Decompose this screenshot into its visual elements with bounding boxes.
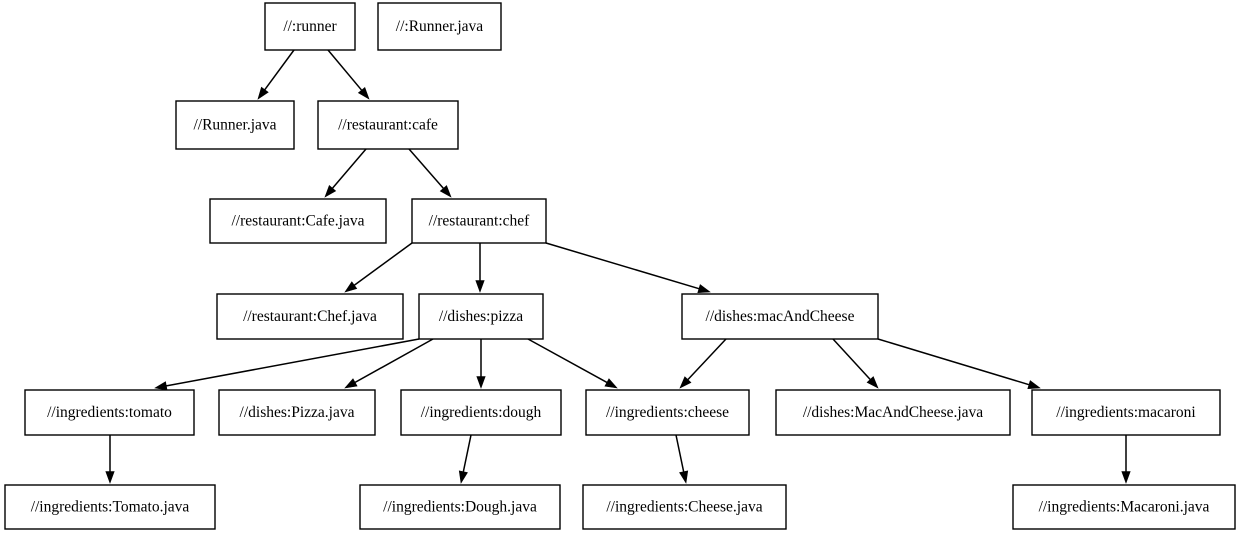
graph-node-ing_tomato[interactable]: //ingredients:tomato xyxy=(24,389,195,436)
graph-node-dishes_mac_java[interactable]: //dishes:MacAndCheese.java xyxy=(775,389,1011,436)
graph-node-runner_java[interactable]: //Runner.java xyxy=(175,100,295,150)
graph-edge xyxy=(1121,435,1131,484)
graph-node-ing_macaroni_java[interactable]: //ingredients:Macaroni.java xyxy=(1012,484,1236,530)
graph-node-label: //ingredients:Tomato.java xyxy=(31,499,190,516)
graph-node-label: //dishes:Pizza.java xyxy=(240,404,355,421)
graph-node-ing_dough[interactable]: //ingredients:dough xyxy=(400,389,562,436)
graph-node-ing_cheese_java[interactable]: //ingredients:Cheese.java xyxy=(582,484,787,530)
graph-node-label: //:runner xyxy=(283,18,337,35)
graph-edge xyxy=(257,49,295,100)
graph-node-label: //dishes:pizza xyxy=(439,308,523,325)
graph-node-label: //restaurant:Chef.java xyxy=(243,308,377,325)
nodes-layer: //:runner //:Runner.java //Runner.java //re… xyxy=(4,2,1236,530)
graph-edge xyxy=(408,148,452,198)
graph-node-dishes_pizza_java[interactable]: //dishes:Pizza.java xyxy=(218,389,376,436)
graph-edge xyxy=(877,338,1041,390)
graph-node-restaurant_chef[interactable]: //restaurant:chef xyxy=(411,198,547,244)
graph-edge xyxy=(832,338,879,389)
graph-node-ing_dough_java[interactable]: //ingredients:Dough.java xyxy=(359,484,561,530)
graph-node-label: //ingredients:tomato xyxy=(47,404,172,421)
graph-node-ing_tomato_java[interactable]: //ingredients:Tomato.java xyxy=(4,484,216,530)
graph-edge xyxy=(105,435,115,484)
graph-node-label: //ingredients:dough xyxy=(421,404,542,421)
graph-edge xyxy=(458,434,472,484)
graph-node-label: //ingredients:Macaroni.java xyxy=(1039,499,1210,516)
graph-node-label: //restaurant:Cafe.java xyxy=(232,213,365,230)
graph-node-label: //restaurant:cafe xyxy=(338,117,438,134)
graph-node-label: //ingredients:Cheese.java xyxy=(606,499,762,516)
graph-node-label: //:Runner.java xyxy=(396,18,484,35)
graph-edge xyxy=(154,338,420,391)
graph-node-ing_macaroni[interactable]: //ingredients:macaroni xyxy=(1031,389,1221,436)
graph-edge xyxy=(675,434,689,484)
graph-edge xyxy=(476,339,486,389)
graph-edge xyxy=(324,148,367,198)
graph-node-root_runner_java[interactable]: //:Runner.java xyxy=(377,2,502,51)
graph-edge xyxy=(344,338,434,389)
graph-node-label: //dishes:MacAndCheese.java xyxy=(803,404,983,421)
graph-edge xyxy=(545,242,711,294)
graph-edge xyxy=(327,49,370,100)
graph-node-ing_cheese[interactable]: //ingredients:cheese xyxy=(585,389,750,436)
graph-node-dishes_macandcheese[interactable]: //dishes:macAndCheese xyxy=(681,293,879,340)
graph-node-runner[interactable]: //:runner xyxy=(264,2,356,51)
graph-edge xyxy=(344,242,413,293)
graph-edge xyxy=(527,338,618,389)
graph-node-label: //ingredients:Dough.java xyxy=(383,499,537,516)
graph-node-label: //dishes:macAndCheese xyxy=(706,308,855,325)
edges-layer xyxy=(105,49,1131,484)
graph-node-label: //Runner.java xyxy=(193,117,276,134)
graph-edge xyxy=(679,338,727,389)
graph-node-restaurant_cafe[interactable]: //restaurant:cafe xyxy=(317,100,459,150)
graph-node-restaurant_chef_java[interactable]: //restaurant:Chef.java xyxy=(216,293,404,340)
graph-node-label: //ingredients:cheese xyxy=(606,404,729,421)
graph-node-label: //restaurant:chef xyxy=(429,213,531,230)
graph-node-restaurant_cafe_java[interactable]: //restaurant:Cafe.java xyxy=(209,198,387,244)
graph-node-label: //ingredients:macaroni xyxy=(1056,404,1196,421)
graph-node-dishes_pizza[interactable]: //dishes:pizza xyxy=(418,293,544,340)
graph-edge xyxy=(475,243,485,293)
